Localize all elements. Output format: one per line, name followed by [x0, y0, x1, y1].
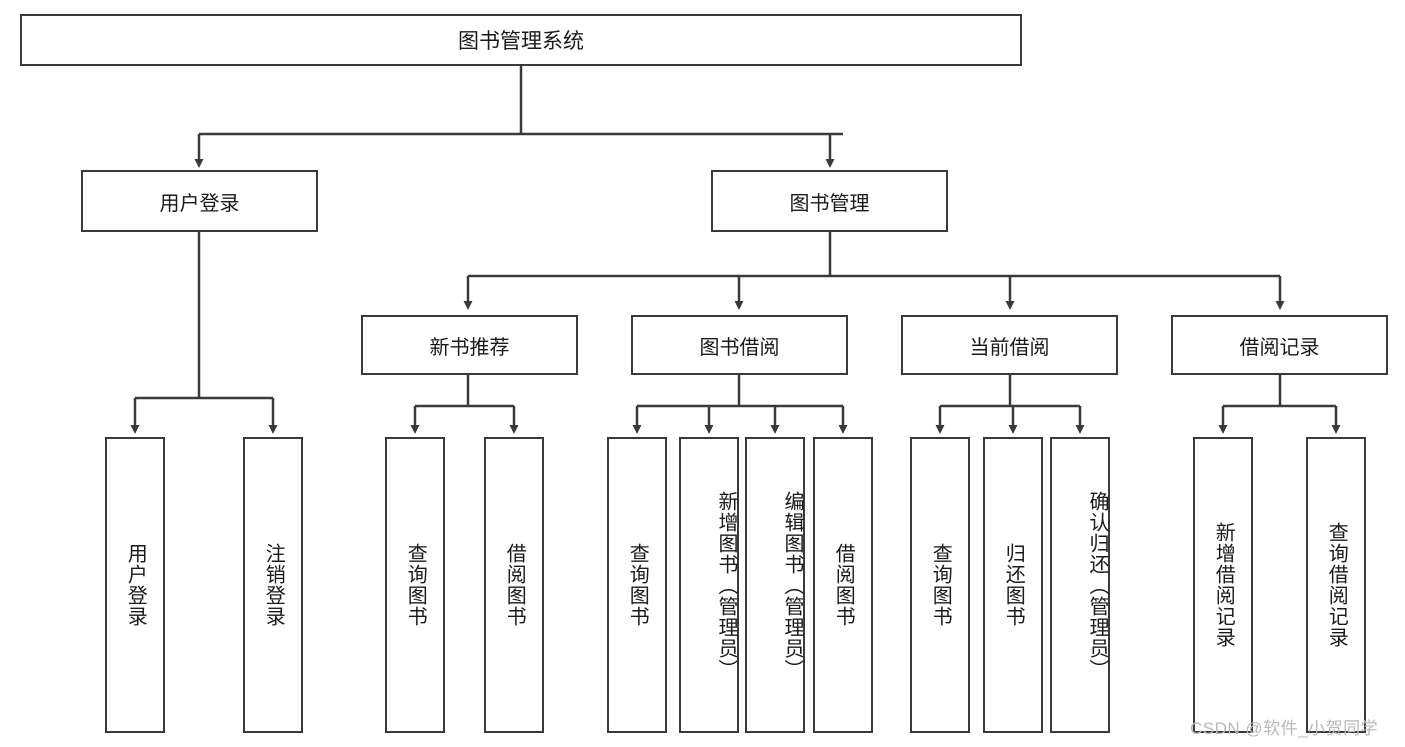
- node-leaf-query-book-current[interactable]: 查询图书: [910, 437, 970, 733]
- node-book-borrow[interactable]: 图书借阅: [631, 315, 848, 375]
- node-leaf-query-book-recommend[interactable]: 查询图书: [385, 437, 445, 733]
- node-leaf-add-borrow-record[interactable]: 新增借阅记录: [1193, 437, 1253, 733]
- node-leaf-logout[interactable]: 注销登录: [243, 437, 303, 733]
- node-current-borrow[interactable]: 当前借阅: [901, 315, 1118, 375]
- node-leaf-confirm-return[interactable]: 确认归还（管理员）: [1050, 437, 1110, 733]
- node-user-login[interactable]: 用户登录: [81, 170, 318, 232]
- node-leaf-query-book-borrow[interactable]: 查询图书: [607, 437, 667, 733]
- node-root[interactable]: 图书管理系统: [20, 14, 1022, 66]
- node-leaf-user-login[interactable]: 用户登录: [105, 437, 165, 733]
- node-leaf-edit-book[interactable]: 编辑图书（管理员）: [745, 437, 805, 733]
- node-leaf-borrow-book[interactable]: 借阅图书: [813, 437, 873, 733]
- node-book-management[interactable]: 图书管理: [711, 170, 948, 232]
- node-leaf-borrow-book-recommend[interactable]: 借阅图书: [484, 437, 544, 733]
- node-leaf-return-book[interactable]: 归还图书: [983, 437, 1043, 733]
- watermark: CSDN @软件_小贺同学: [1190, 719, 1379, 738]
- node-new-book-recommend[interactable]: 新书推荐: [361, 315, 578, 375]
- node-leaf-add-book[interactable]: 新增图书（管理员）: [679, 437, 739, 733]
- node-borrow-record[interactable]: 借阅记录: [1171, 315, 1388, 375]
- node-leaf-query-borrow-record[interactable]: 查询借阅记录: [1306, 437, 1366, 733]
